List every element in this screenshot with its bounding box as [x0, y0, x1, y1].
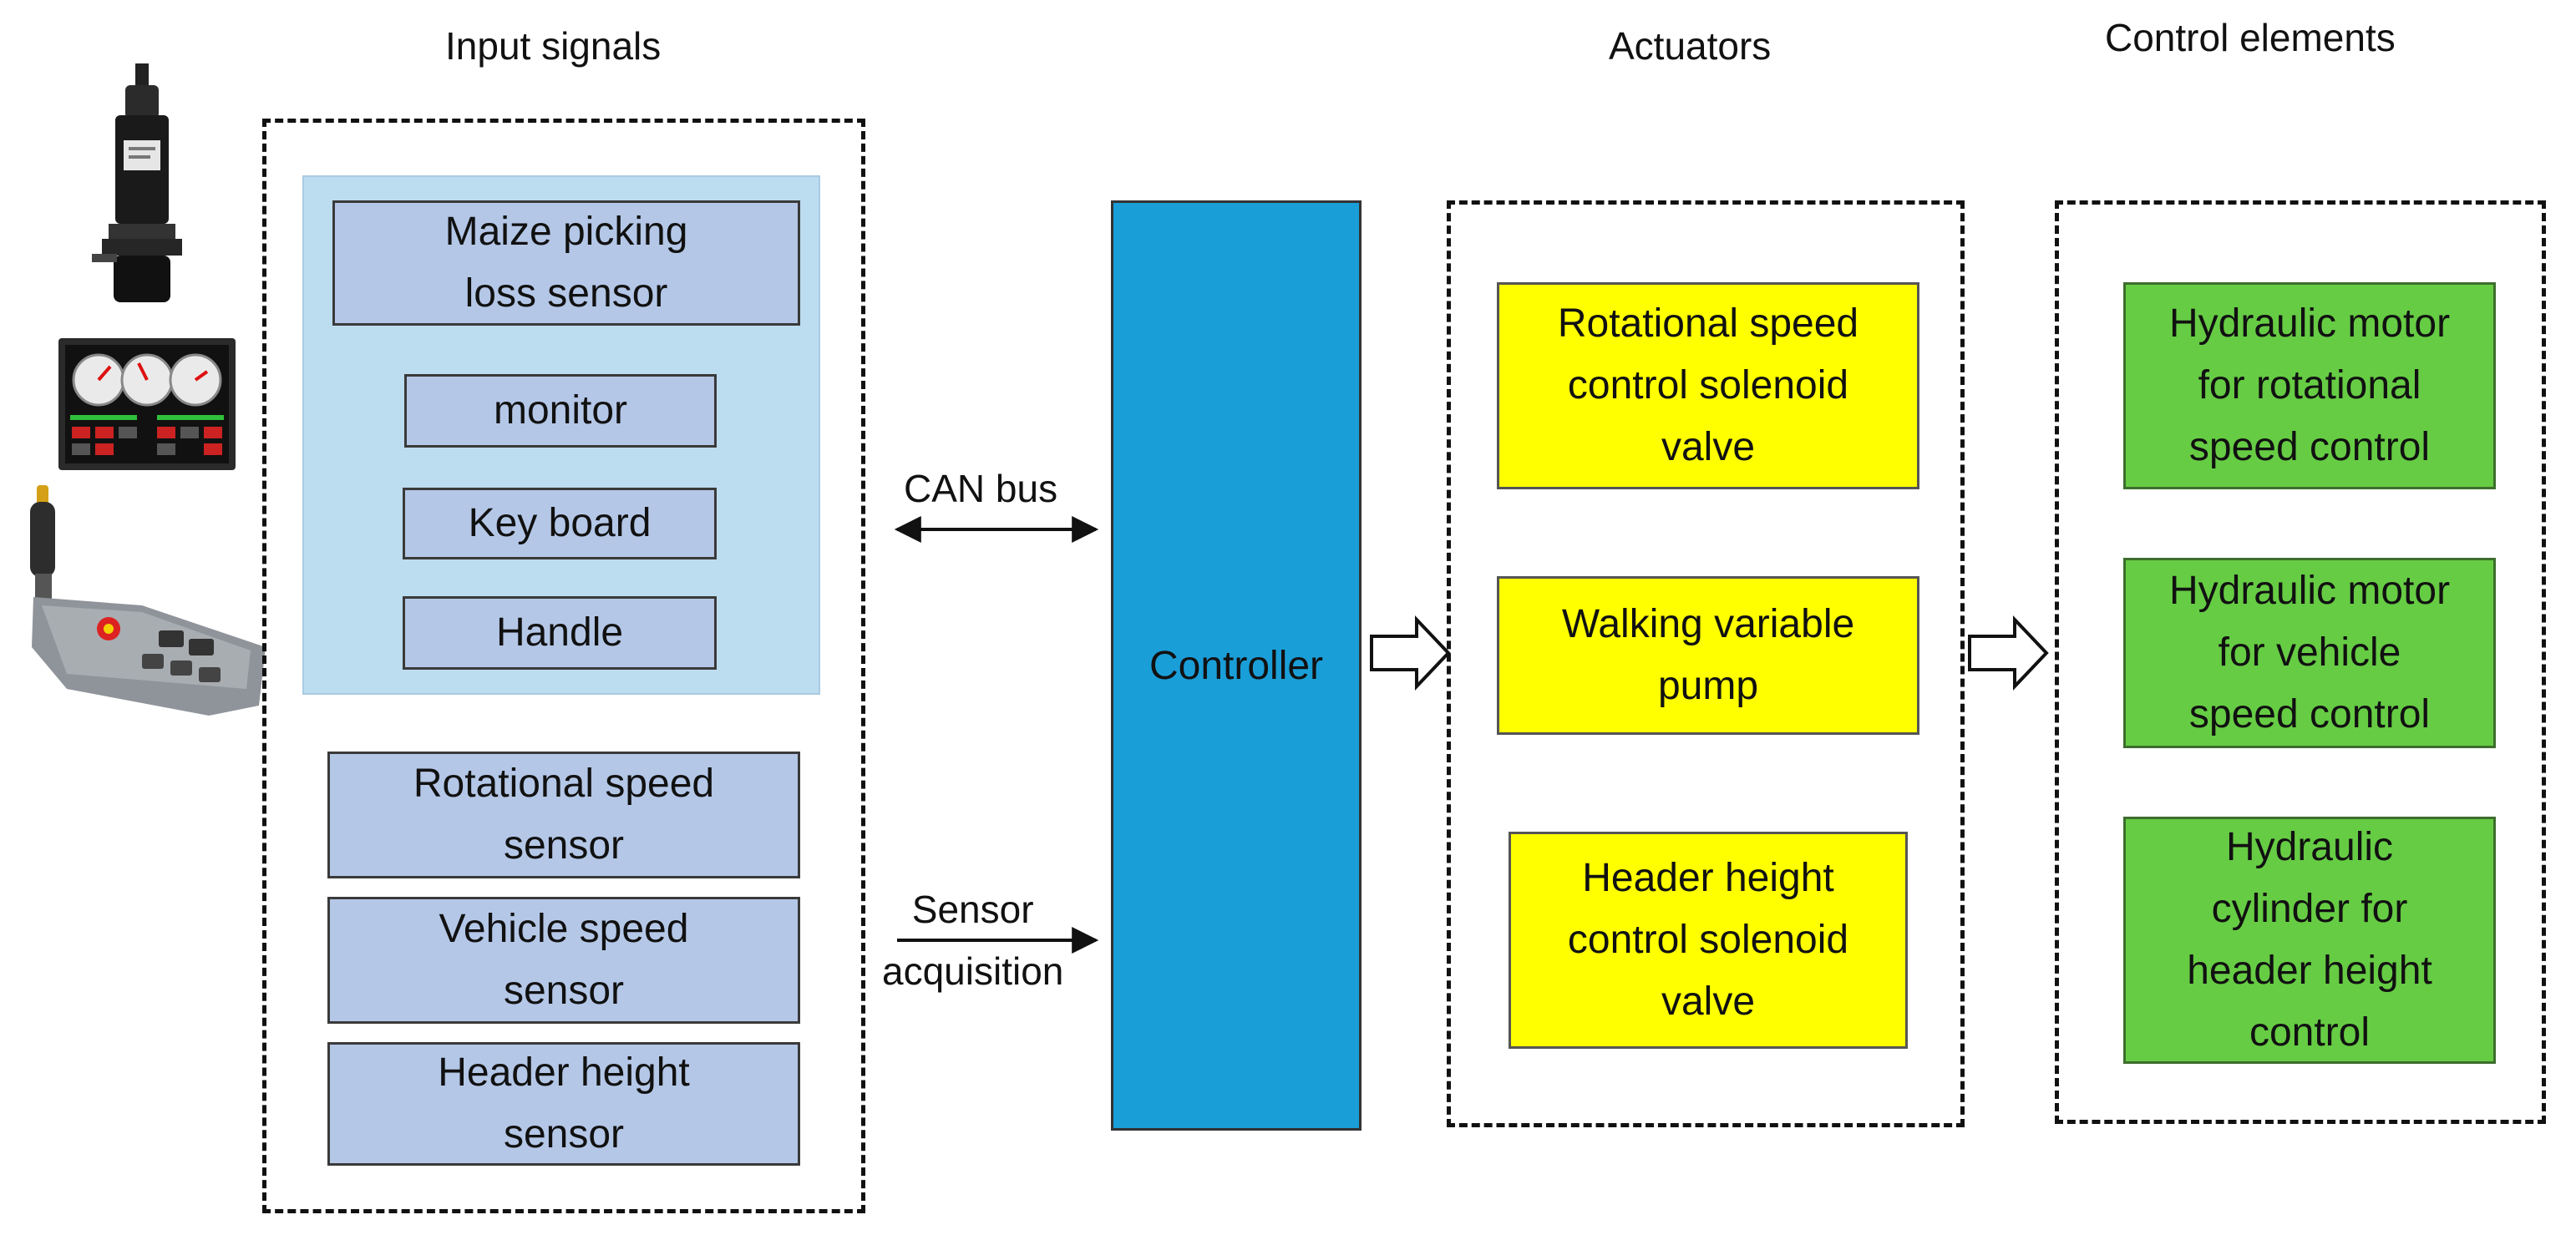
- controller-label: Controller: [1149, 643, 1324, 688]
- actuators-group: [1447, 200, 1965, 1127]
- loss-sensor-device-icon: [92, 63, 182, 302]
- controller-block: Controller: [1111, 200, 1362, 1131]
- actuators-to-control-elements-arrow: [1968, 615, 2049, 691]
- heading-control-elements: Control elements: [2105, 16, 2396, 59]
- handle-box: Handle: [403, 596, 717, 670]
- sensor-acquisition-label: Sensor acquisition: [882, 888, 1064, 993]
- joystick-handle-device-icon: [30, 485, 266, 716]
- monitor-device-icon: [58, 338, 236, 470]
- controller-to-actuators-arrow: [1370, 615, 1451, 691]
- input-signals-group: [262, 119, 865, 1213]
- heading-input-signals: Input signals: [445, 24, 662, 68]
- monitor-box: monitor: [404, 374, 717, 448]
- can-bus-label: CAN bus: [904, 467, 1058, 510]
- control-elements-group: [2055, 200, 2546, 1124]
- heading-actuators: Actuators: [1609, 24, 1772, 68]
- keyboard-box: Key board: [403, 488, 717, 559]
